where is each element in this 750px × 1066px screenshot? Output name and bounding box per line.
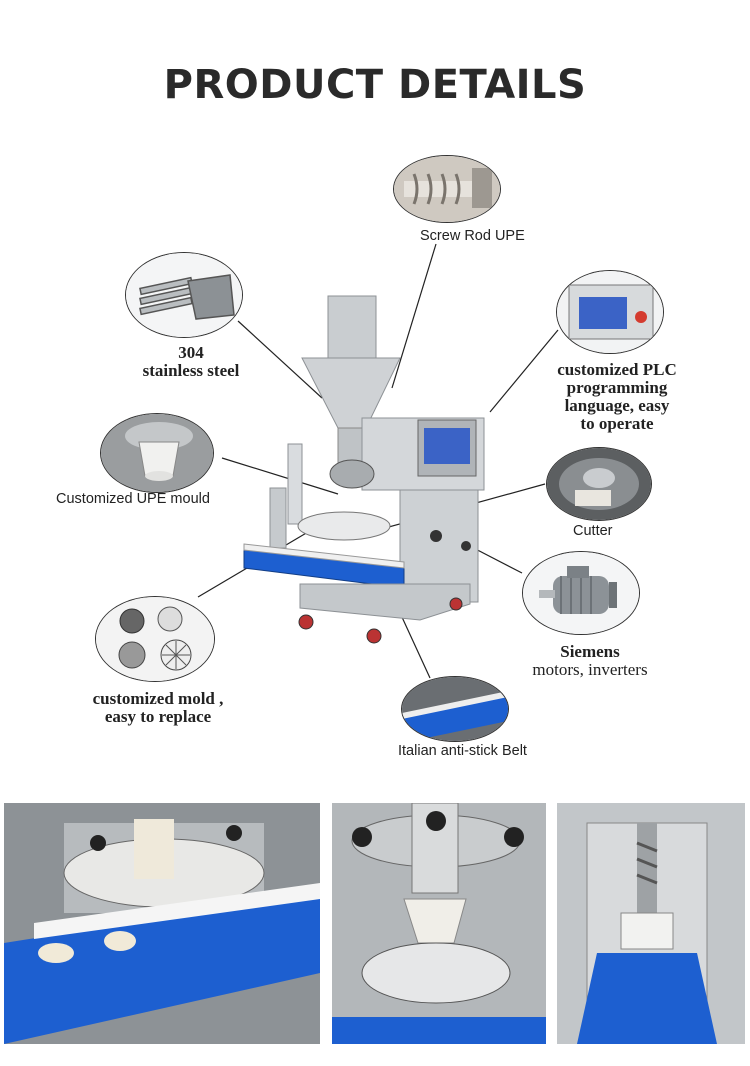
photo-cutter-unit <box>557 803 745 1044</box>
belt-photo <box>401 676 509 742</box>
cutter-photo <box>546 447 652 521</box>
stainless-steel-line1: 304 <box>178 343 204 362</box>
custom-mold-line2: easy to replace <box>104 707 212 726</box>
stainless-steel-label: 304 stainless steel <box>126 344 256 380</box>
screw-rod-photo <box>393 155 501 223</box>
stainless-steel-photo <box>125 252 243 338</box>
siemens-motor-photo <box>522 551 640 635</box>
custom-mold-line1: customized mold , <box>92 689 224 708</box>
siemens-label: Siemens motors, inverters <box>520 643 660 679</box>
photo-forming-head <box>332 803 546 1044</box>
screw-rod-label: Screw Rod UPE <box>420 228 525 244</box>
plc-line4: to operate <box>580 414 654 433</box>
plc-line1: customized PLC <box>557 360 677 379</box>
siemens-line2: motors, inverters <box>532 660 648 679</box>
plc-line3: language, easy <box>564 396 670 415</box>
plc-line2: programming <box>566 378 668 397</box>
custom-mold-label: customized mold , easy to replace <box>78 690 238 726</box>
plc-photo <box>556 270 664 354</box>
cutter-label: Cutter <box>573 523 613 539</box>
siemens-line1: Siemens <box>560 642 620 661</box>
page-title: PRODUCT DETAILS <box>163 62 587 108</box>
photo-mould-conveyor <box>4 803 320 1044</box>
upe-mould-photo <box>100 413 214 493</box>
upe-mould-label: Customized UPE mould <box>56 491 210 507</box>
plc-label: customized PLC programming language, eas… <box>542 361 692 433</box>
belt-label: Italian anti-stick Belt <box>398 743 527 759</box>
stainless-steel-line2: stainless steel <box>142 361 240 380</box>
custom-mold-photo <box>95 596 215 682</box>
